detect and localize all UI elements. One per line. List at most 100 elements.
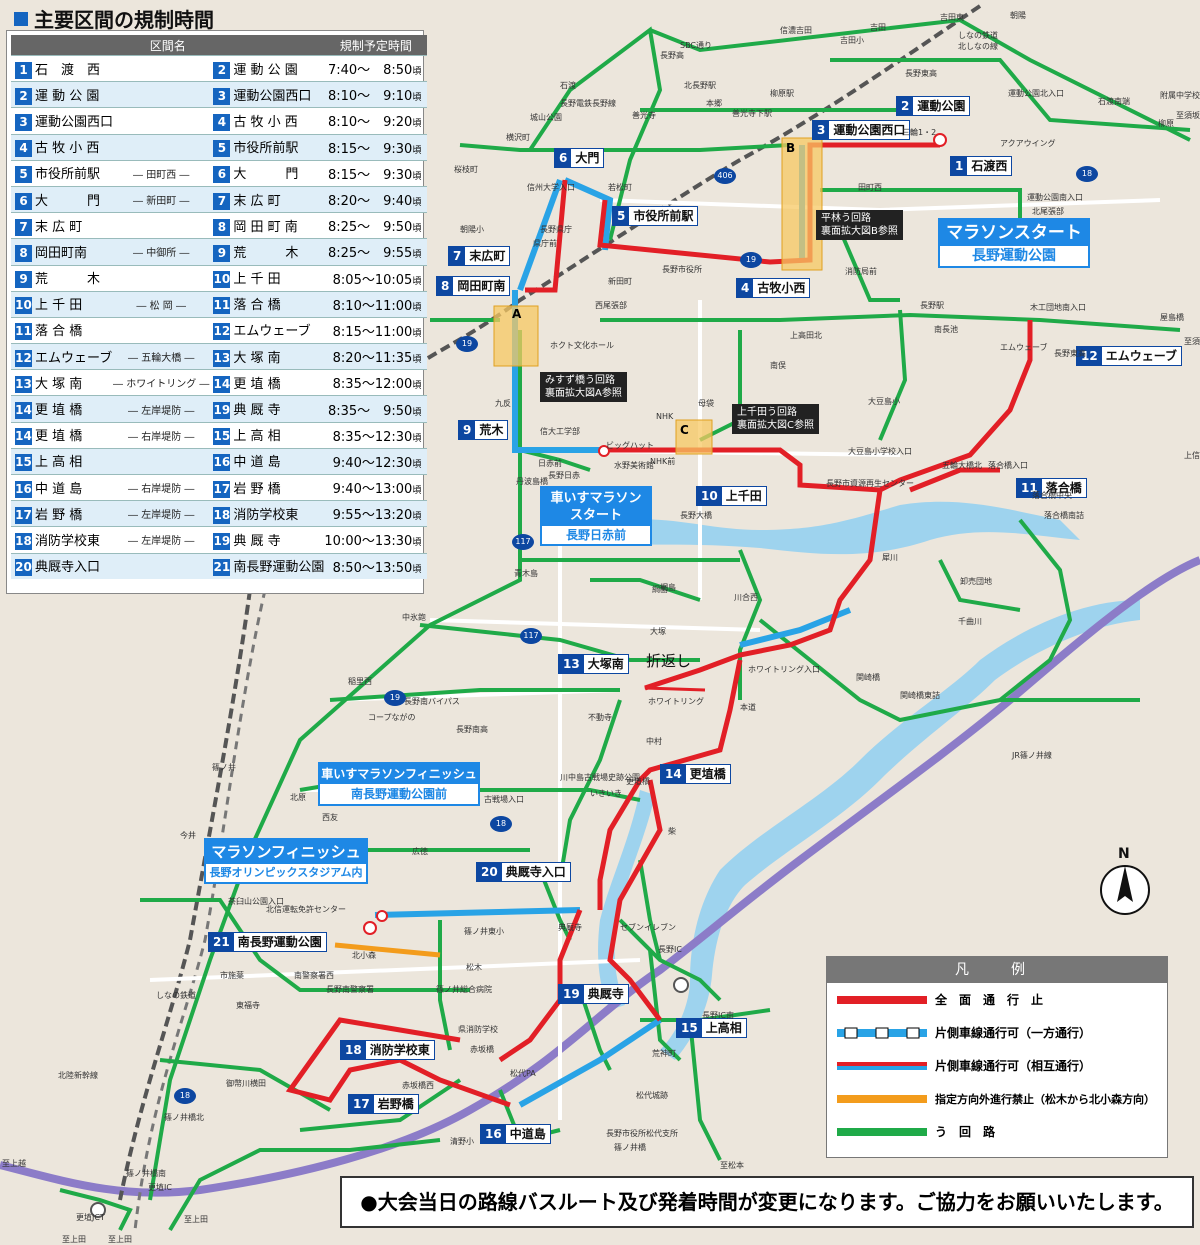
row-time: 8:05～10:05頃: [324, 264, 428, 292]
place-label: 大塚: [650, 627, 666, 636]
row-time: 8:25～ 9:50頃: [324, 212, 428, 239]
route-shield-icon: 18: [1076, 166, 1098, 182]
to-name: 大 門: [233, 167, 299, 183]
row-time: 8:20～ 9:40頃: [324, 185, 428, 213]
point-number: 6: [555, 149, 572, 167]
time-unit: 頃: [412, 250, 422, 261]
row-via: ― 右岸堤防 ―: [113, 473, 210, 501]
place-label: 石渡南端: [1098, 97, 1130, 106]
row-via: ― 左岸堤防 ―: [113, 526, 210, 554]
place-label: しなの鉄道: [156, 991, 196, 1000]
to-number-badge: 4: [213, 113, 231, 131]
detour-tag-b: B: [786, 141, 795, 155]
to-number-badge: 5: [213, 140, 231, 158]
detour-box-c: [675, 419, 713, 455]
place-label: 附属中学校: [1160, 91, 1200, 100]
route-shield-icon: 18: [174, 1088, 196, 1104]
row-time: 7:40～ 8:50頃: [324, 54, 428, 82]
wheelchair-start-sub: 長野日赤前: [542, 526, 650, 544]
place-label: 千曲川: [958, 617, 982, 626]
time-range: 9:40～12:30: [332, 455, 413, 471]
legend-twoway-swatch: [837, 1061, 927, 1070]
time-unit: 頃: [412, 67, 422, 78]
place-label: 吉田: [870, 23, 886, 32]
legend-oneway-swatch: [837, 1027, 927, 1038]
point-number: 5: [613, 207, 630, 225]
place-label: 荒神町: [652, 1049, 676, 1058]
place-label: 北信運転免許センター: [266, 905, 346, 914]
detour-a-callout: みすず橋う回路 裏面拡大図A参照: [540, 372, 627, 402]
wheelchair-finish-callout: 車いすマラソンフィニッシュ 南長野運動公園前: [318, 762, 480, 806]
time-unit: 頃: [412, 276, 422, 287]
to-number-badge: 21: [213, 559, 231, 577]
to-number-badge: 17: [213, 480, 231, 498]
ic-marker: [673, 977, 689, 993]
point-name: 典厩寺: [587, 987, 624, 1001]
place-label: 赤坂橋: [470, 1045, 494, 1054]
from-number-badge: 2: [15, 87, 32, 105]
time-range: 8:15～ 9:30: [327, 141, 413, 157]
time-unit: 頃: [412, 486, 422, 497]
point-number: 1: [951, 157, 968, 175]
title-square-icon: [14, 11, 28, 26]
title-text: 主要区間の規制時間: [34, 8, 214, 32]
row-via: ― 右岸堤防 ―: [113, 421, 210, 449]
to-number-badge: 14: [213, 375, 231, 393]
from-name: 落 合 橋: [35, 324, 83, 340]
place-label: 篠ノ井総合病院: [436, 985, 492, 994]
place-label: 至上田: [184, 1215, 208, 1224]
place-label: 青木島: [514, 569, 538, 578]
to-number-badge: 19: [213, 402, 231, 420]
legend-oneway-label: 片側車線通行可（一方通行）: [935, 1026, 1092, 1040]
place-label: ホワイトリング入口: [748, 665, 820, 674]
detour-box-b: [781, 137, 823, 271]
from-number-badge: 11: [15, 323, 32, 341]
point-number: 9: [459, 421, 476, 439]
time-unit: 頃: [412, 302, 422, 313]
place-label: 田町西: [858, 183, 882, 192]
to-name: 落 合 橋: [233, 298, 281, 314]
marathon-finish-title: マラソンフィニッシュ: [211, 843, 361, 861]
place-label: 更埴JCT: [76, 1213, 105, 1222]
place-label: 卸売団地: [960, 577, 992, 586]
place-label: セブンイレブン: [620, 923, 676, 932]
wheelchair-finish-title: 車いすマラソンフィニッシュ: [321, 767, 477, 781]
point-name: 運動公園: [917, 99, 966, 113]
point-number: 21: [209, 933, 234, 951]
place-label: 至須坂: [1184, 337, 1200, 346]
place-label: 典厩寺: [558, 923, 582, 932]
row-time: 8:15～ 9:30頃: [324, 159, 428, 187]
place-label: ホクト文化ホール: [550, 341, 614, 350]
point-number: 2: [897, 97, 914, 115]
place-label: 運動公園北入口: [1008, 89, 1064, 98]
ic-marker-2: [90, 1202, 106, 1218]
marathon-start-callout: マラソンスタート 長野運動公園: [938, 218, 1090, 268]
to-number-badge: 3: [213, 87, 231, 105]
legend-item-twoway: 片側車線通行可（相互通行）: [827, 1049, 1167, 1082]
place-label: ホワイトリング: [648, 697, 704, 706]
place-label: 上信越自動車道: [1184, 451, 1200, 460]
legend: 凡 例 全 面 通 行 止 片側車線通行可（一方通行） 片側車線通行可（相互通行…: [826, 956, 1168, 1158]
